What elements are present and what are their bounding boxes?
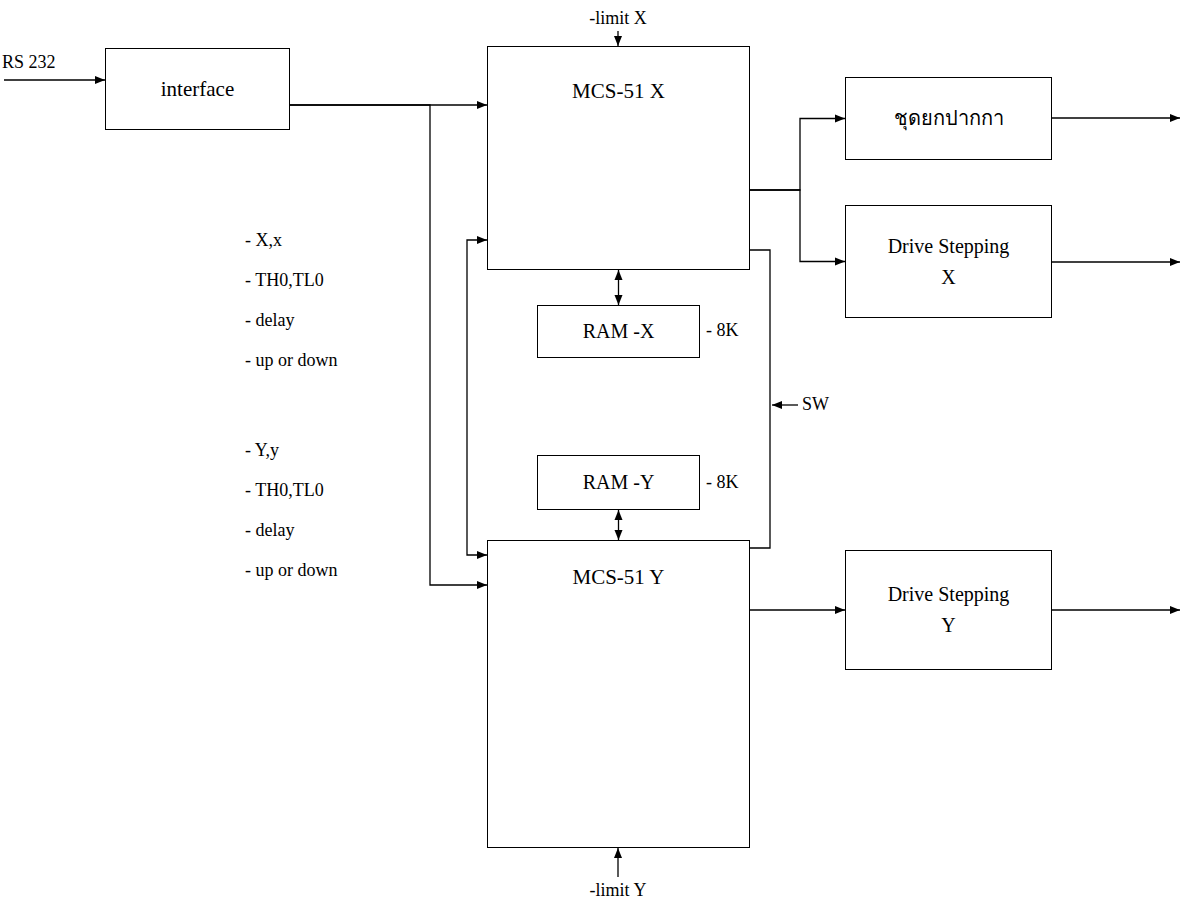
limit-signal: -limit X (589, 8, 647, 28)
signal-connector (618, 510, 619, 540)
switch-arrow (772, 404, 798, 405)
data-item: - up or down (245, 560, 338, 580)
pen-lift-box: ชุดยกปากกา (845, 77, 1052, 160)
data-item: - TH0,TL0 (245, 270, 324, 290)
signal-connector (750, 250, 770, 548)
data-item: - Y,y (245, 440, 279, 460)
limit-x-arrow (617, 31, 618, 46)
box-text: MCS-51 Y (573, 561, 665, 594)
box-text: ชุดยกปากกา (894, 103, 1004, 134)
ram-box: RAM -X (537, 305, 700, 358)
microcontroller-box: MCS-51 Y (487, 540, 750, 848)
port-name: RS 232 (2, 52, 56, 72)
switch-label: SW (802, 394, 829, 414)
signal-connector (750, 190, 845, 262)
microcontroller-box: MCS-51 X (487, 46, 750, 270)
data-item: - X,x (245, 230, 282, 250)
data-item: - delay (245, 520, 294, 540)
signal-connector (290, 105, 487, 585)
stepper-driver-box: Drive Stepping X (845, 205, 1052, 318)
ram-box: RAM -Y (537, 455, 700, 510)
data-item: - delay (245, 310, 294, 330)
signal-connector (750, 609, 845, 610)
data-item: - up or down (245, 350, 338, 370)
box-text: MCS-51 X (572, 75, 665, 108)
pen-output-arrow (1052, 117, 1180, 118)
box-text: Drive Stepping X (883, 231, 1015, 293)
box-text: Drive Stepping Y (883, 579, 1015, 641)
box-text: RAM -Y (583, 467, 655, 498)
data-item: - TH0,TL0 (245, 480, 324, 500)
interface-box: interface (105, 48, 290, 130)
memory-size: - 8K (706, 472, 739, 492)
box-text: interface (161, 73, 234, 106)
box-text: RAM -X (583, 316, 655, 347)
signal-connector (467, 240, 487, 555)
drive-x-output-arrow (1052, 261, 1180, 262)
signal-connector (618, 270, 619, 305)
rs232-input-arrow (4, 79, 105, 80)
stepper-driver-box: Drive Stepping Y (845, 550, 1052, 670)
signal-connector (750, 119, 845, 191)
limit-signal: -limit Y (590, 880, 647, 900)
drive-y-output-arrow (1052, 609, 1180, 610)
memory-size: - 8K (706, 320, 739, 340)
limit-y-arrow (617, 848, 618, 877)
